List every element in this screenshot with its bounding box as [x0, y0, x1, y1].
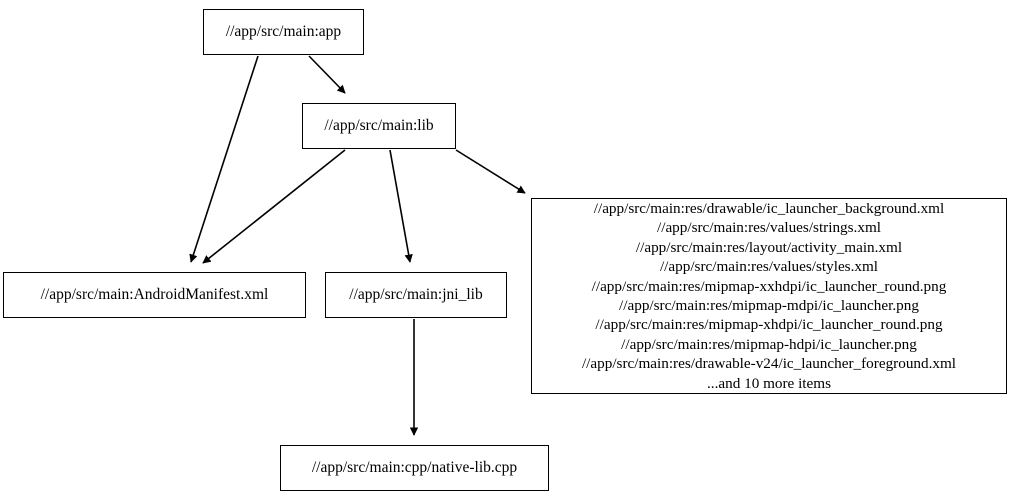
edge-app-to-androidmanifest	[189, 55, 259, 263]
edge-lib-to-androidmanifest	[202, 149, 346, 264]
node-native-lib-cpp[interactable]: //app/src/main:cpp/native-lib.cpp	[280, 445, 549, 491]
node-jni-lib[interactable]: //app/src/main:jni_lib	[325, 272, 507, 318]
edge-lib-to-jni-lib	[389, 149, 413, 263]
node-lib[interactable]: //app/src/main:lib	[302, 103, 456, 149]
node-androidmanifest[interactable]: //app/src/main:AndroidManifest.xml	[3, 272, 306, 318]
node-resources[interactable]: //app/src/main:res/drawable/ic_launcher_…	[531, 198, 1007, 394]
node-app[interactable]: //app/src/main:app	[203, 9, 364, 55]
edge-app-to-lib	[308, 55, 346, 94]
edge-lib-to-resources	[455, 149, 526, 194]
